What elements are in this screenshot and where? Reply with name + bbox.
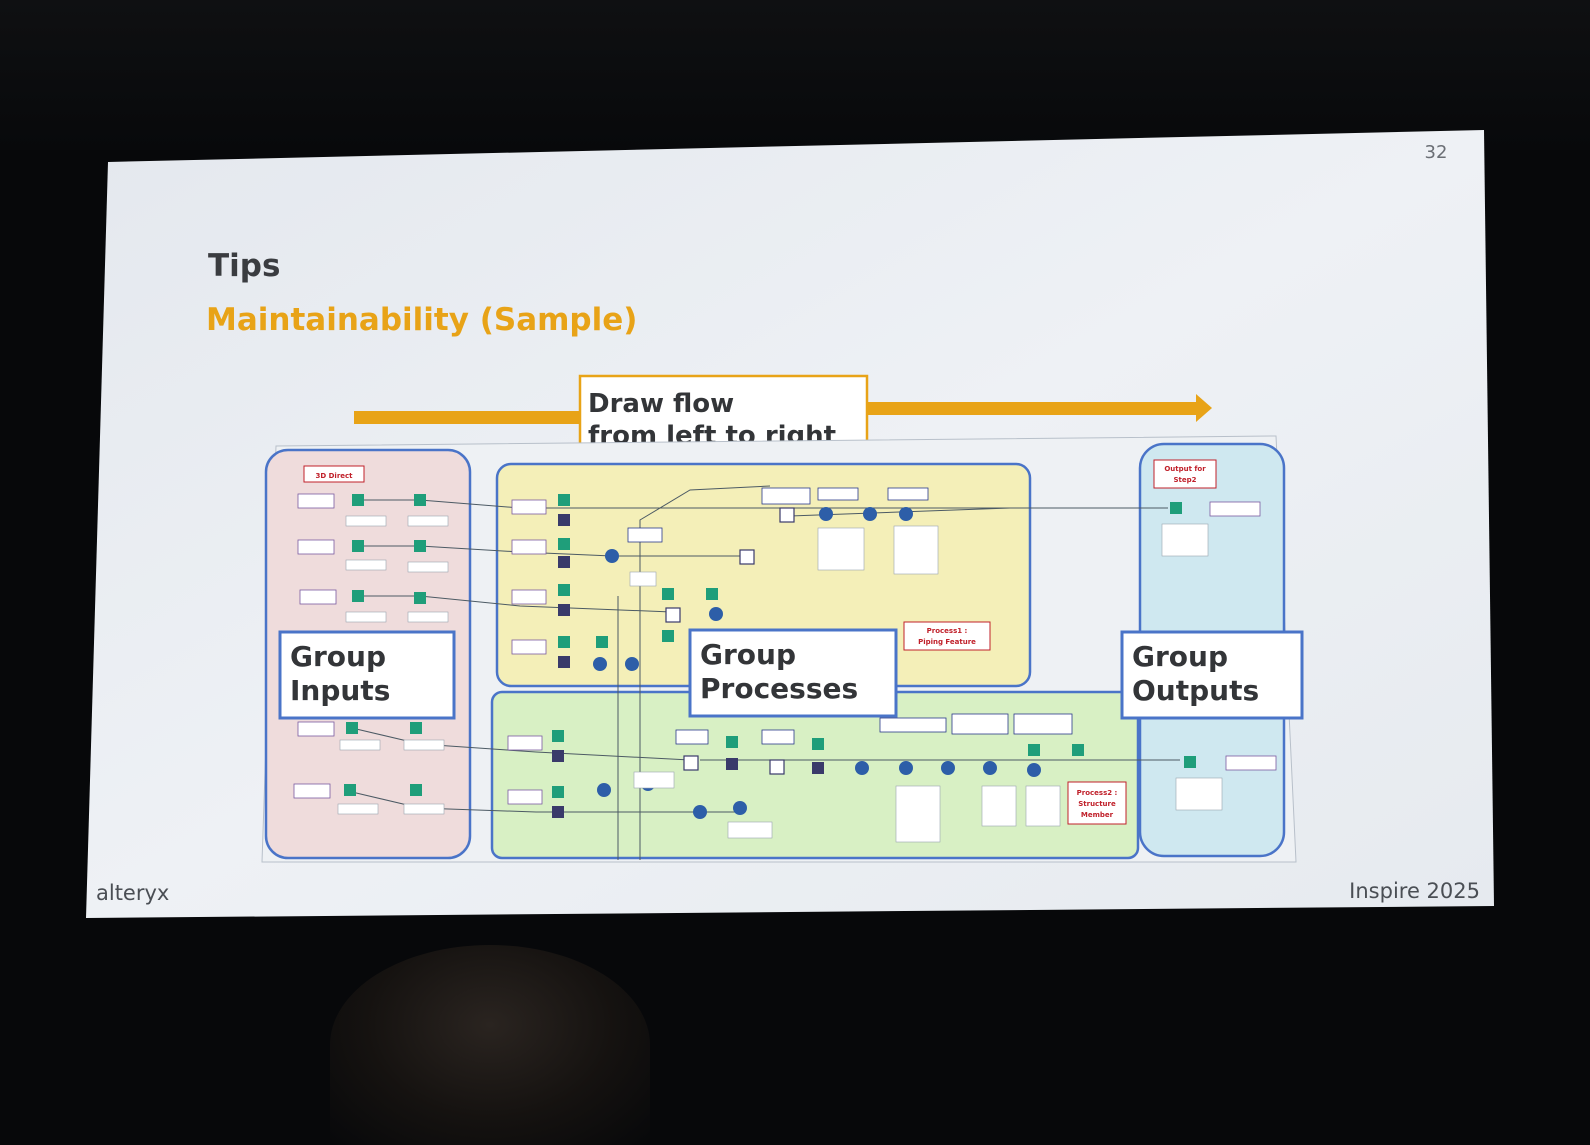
process1-label-line1: Process1 : (927, 627, 968, 635)
arrow-label-line1: Draw flow (588, 389, 734, 419)
footer-brand-logo: alteryx (96, 881, 169, 905)
output-tools (1161, 501, 1277, 811)
output-header-line1: Output for (1164, 465, 1206, 473)
callout-inputs-line2: Inputs (290, 674, 390, 707)
slide-subtitle: Maintainability (Sample) (206, 302, 637, 338)
callout-group-processes: Group Processes (688, 628, 898, 718)
process-tools (507, 487, 1084, 843)
footer-event-name: Inspire 2025 (1349, 879, 1480, 903)
callout-group-inputs: Group Inputs (278, 630, 456, 720)
process2-label-line1: Process2 : (1077, 789, 1118, 797)
callout-processes-line2: Processes (700, 672, 858, 705)
callout-inputs-line1: Group (290, 640, 386, 673)
callout-outputs-line2: Outputs (1132, 674, 1259, 707)
input-tools (293, 493, 449, 815)
process2-label-line2: Structure (1078, 800, 1116, 808)
projected-slide: 32 Tips Maintainability (Sample) Draw fl… (86, 130, 1494, 918)
process2-label-line3: Member (1081, 811, 1114, 819)
output-header-line2: Step2 (1173, 476, 1196, 484)
slide-title: Tips (208, 248, 280, 284)
process1-label-line2: Piping Feature (918, 638, 976, 646)
inputs-header-label: 3D Direct (315, 472, 353, 480)
audience-head-silhouette (330, 945, 650, 1145)
page-number: 32 (1425, 142, 1448, 163)
callout-group-outputs: Group Outputs (1120, 630, 1304, 720)
room-background (0, 0, 1590, 150)
callout-outputs-line1: Group (1132, 640, 1228, 673)
callout-processes-line1: Group (700, 638, 796, 671)
